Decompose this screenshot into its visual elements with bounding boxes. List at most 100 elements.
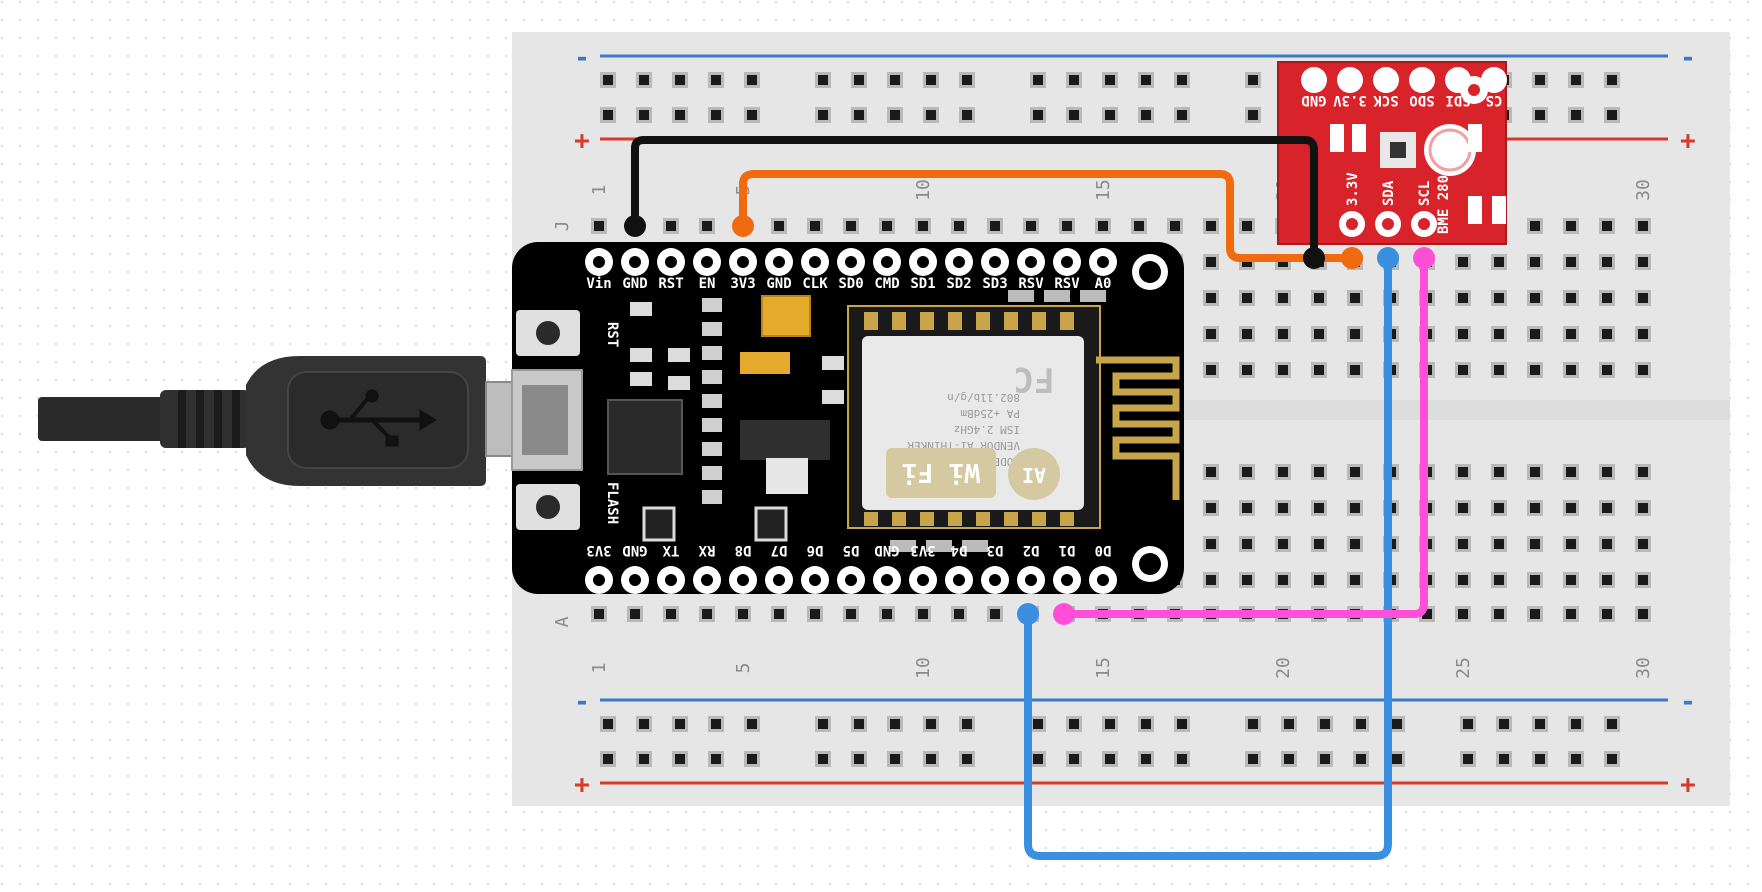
rail-hole-inner [962,719,972,729]
smd-capacitor [668,348,690,362]
nodemcu-bottom-pin-hole [845,574,857,586]
column-number-1-top: 1 [589,185,610,196]
rail-hole-inner [1069,75,1079,85]
rail-hole-inner [1607,719,1617,729]
bme280-bottom-pin-hole [1382,218,1394,230]
breadboard-hole-inner [1602,329,1612,339]
breadboard-hole-inner [810,221,820,231]
esp-pad-bottom [864,512,878,526]
rail-hole-inner [1607,75,1617,85]
nodemcu-top-pin-label: CMD [874,276,899,292]
breadboard-hole-inner [1314,365,1324,375]
rail-hole-inner [1141,75,1151,85]
wire-end-ground[interactable] [1303,247,1325,269]
nodemcu-bottom-pin-label: 3V3 [586,542,611,558]
nodemcu-bottom-pin-label: D4 [951,542,968,558]
breadboard-hole-inner [1494,609,1504,619]
flash-button-cap[interactable] [536,495,560,519]
rail-hole-inner [1535,754,1545,764]
nodemcu-bottom-pin-hole [917,574,929,586]
breadboard-hole-inner [1350,365,1360,375]
bme280-top-pin[interactable] [1445,67,1471,93]
breadboard-hole-inner [1206,221,1216,231]
wire-end-scl[interactable] [1413,247,1435,269]
bme280-top-pin[interactable] [1301,67,1327,93]
rail-minus-top-right: - [1680,43,1696,73]
nodemcu-top-pin-label: RST [658,276,683,292]
smd-jumper [1044,290,1070,302]
breadboard-hole-inner [1458,365,1468,375]
rail-hole-inner [1248,719,1258,729]
esp-pad-top [920,312,934,330]
rail-hole-inner [1571,110,1581,120]
bme280-bottom-pin-label: SDA [1381,180,1397,206]
nodemcu-bottom-pin-hole [629,574,641,586]
rail-hole-inner [1499,754,1509,764]
breadboard-hole-inner [666,609,676,619]
breadboard-hole-inner [1026,221,1036,231]
nodemcu-bottom-pin-hole [701,574,713,586]
nodemcu-board: RST FLASH MODEL ESP8266MOD VENDOR AI-THI… [511,242,1184,594]
esp-pad-bottom [1032,512,1046,526]
module-line-4: PA +25dBm [960,407,1020,420]
breadboard-hole-inner [1206,503,1216,513]
rail-hole-inner [1535,75,1545,85]
rail-hole-inner [890,75,900,85]
rail-hole-inner [962,754,972,764]
smd-resistor [702,466,722,480]
smd-resistor [702,298,722,312]
rail-hole-inner [926,75,936,85]
wire-end-sda[interactable] [1377,247,1399,269]
breadboard-hole-inner [1566,539,1576,549]
wire-end-scl[interactable] [1053,603,1075,625]
rail-hole-inner [1571,75,1581,85]
nodemcu-top-pin-hole [953,256,965,268]
rail-hole-inner [1105,754,1115,764]
breadboard-hole-inner [918,221,928,231]
rail-hole-inner [1248,110,1258,120]
rst-button-cap[interactable] [536,321,560,345]
smd-resistor [702,346,722,360]
rail-hole-inner [639,75,649,85]
breadboard-hole-inner [1494,467,1504,477]
wire-end-ground[interactable] [624,215,646,237]
nodemcu-bottom-pin-label: GND [874,542,899,558]
wire-end-power[interactable] [1341,247,1363,269]
wire-end-power[interactable] [732,215,754,237]
nodemcu-top-pin-label: RSV [1054,276,1080,292]
nodemcu-top-pin-hole [737,256,749,268]
nodemcu-top-pin-label: SD2 [946,276,971,292]
bme280-top-pin[interactable] [1481,67,1507,93]
breadboard-hole-inner [1530,539,1540,549]
module-line-5: 802.11b/g/n [947,391,1020,404]
breadboard-hole-inner [1314,293,1324,303]
breadboard-hole-inner [1134,221,1144,231]
bme280-top-pin[interactable] [1409,67,1435,93]
bme280-bottom-pin-label: SCL [1417,181,1433,206]
usb-receptacle-inner [522,385,568,455]
breadboard-hole-inner [1242,365,1252,375]
breadboard-hole-inner [846,221,856,231]
smd-capacitor [630,348,652,362]
breadboard-hole-inner [1350,467,1360,477]
breadboard-hole-inner [1638,221,1648,231]
breadboard-hole-inner [1422,609,1432,619]
usb-cable [38,356,533,486]
nodemcu-bottom-pin-hole [953,574,965,586]
breadboard-hole-inner [1278,365,1288,375]
bme280-bottom-pin-label: 3.3V [1345,172,1361,206]
breadboard-hole-inner [1278,575,1288,585]
rail-hole-inner [1463,719,1473,729]
wire-end-sda[interactable] [1017,603,1039,625]
breadboard-hole-inner [1206,467,1216,477]
bme280-top-pin[interactable] [1337,67,1363,93]
rail-hole-inner [1105,110,1115,120]
bme280-top-pin[interactable] [1373,67,1399,93]
rail-plus-top-left: + [574,126,590,156]
ai-logo [1008,448,1060,500]
breadboard-hole-inner [1566,503,1576,513]
nodemcu-top-pin-hole [773,256,785,268]
column-number-1-bottom: 1 [589,663,610,674]
nodemcu-bottom-pin-label: D2 [1023,542,1040,558]
